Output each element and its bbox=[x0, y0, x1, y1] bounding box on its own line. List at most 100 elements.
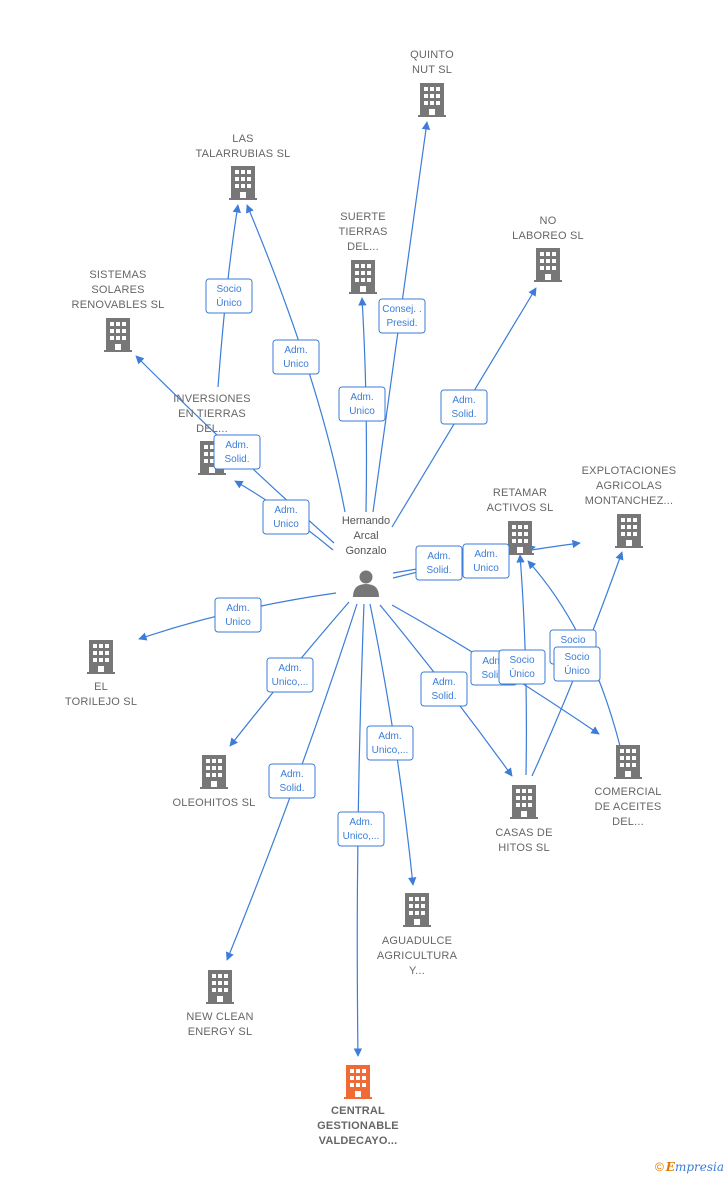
company-name-line: INVERSIONES bbox=[173, 393, 250, 405]
edge-label-box bbox=[378, 298, 426, 334]
edge-label-text: Socio bbox=[560, 635, 585, 646]
edge-label-text: Solid. bbox=[279, 783, 304, 794]
edge-label-box bbox=[553, 646, 601, 682]
company-node-casas-de-hitos[interactable]: CASAS DE HITOS SL bbox=[495, 785, 552, 854]
edge-label-box bbox=[366, 725, 414, 761]
edge-label-aguadulce[interactable]: Adm.Unico,... bbox=[366, 725, 414, 761]
edge-label-box bbox=[440, 389, 488, 425]
company-name-line: COMERCIAL bbox=[594, 786, 661, 798]
building-icon bbox=[104, 318, 132, 352]
company-node-new-clean-energy[interactable]: NEW CLEAN ENERGY SL bbox=[186, 970, 253, 1038]
company-name-line: SOLARES bbox=[91, 284, 144, 296]
company-name-line: DEL... bbox=[196, 423, 228, 435]
edge-label-casas-de-hitos[interactable]: Adm.Solid. bbox=[420, 671, 468, 707]
company-name-line: GESTIONABLE bbox=[317, 1120, 399, 1132]
edge-label-text: Socio bbox=[564, 652, 589, 663]
company-node-aguadulce[interactable]: AGUADULCEAGRICULTURAY... bbox=[377, 893, 458, 977]
building-icon bbox=[344, 1065, 372, 1099]
building-icon bbox=[87, 640, 115, 674]
edge-label-oleohitos[interactable]: Adm. Unico,... bbox=[266, 657, 314, 693]
edge-label-text: Solid. bbox=[426, 565, 451, 576]
edge-label-box bbox=[415, 545, 463, 581]
edge-label-text: Solid. bbox=[481, 670, 506, 681]
company-name-line: RETAMAR bbox=[493, 487, 547, 499]
edge-label-text: Socio bbox=[216, 284, 241, 295]
edge-label-el-torilejo[interactable]: Adm.Unico bbox=[214, 597, 262, 633]
edge-label-text: Adm. bbox=[482, 656, 505, 667]
building-icon bbox=[614, 745, 642, 779]
building-icon bbox=[229, 166, 257, 200]
brand-initial: E bbox=[665, 1160, 675, 1174]
building-icon bbox=[510, 785, 538, 819]
edge-label-text: Unico,... bbox=[343, 831, 380, 842]
person-name-line: Gonzalo bbox=[346, 545, 387, 557]
edge-label-text: Unico bbox=[273, 519, 299, 530]
company-name-line: VALDECAYO... bbox=[319, 1135, 398, 1147]
building-icon bbox=[403, 893, 431, 927]
building-icon bbox=[200, 755, 228, 789]
company-node-central-gestionable[interactable]: CENTRALGESTIONABLEVALDECAYO... bbox=[317, 1065, 399, 1147]
edge-label-box bbox=[214, 597, 262, 633]
company-node-suerte-tierras[interactable]: SUERTETIERRASDEL... bbox=[338, 211, 387, 294]
company-name-line: TALARRUBIAS SL bbox=[196, 148, 291, 160]
person-name-line: Arcal bbox=[353, 530, 378, 542]
company-name-line: LABOREO SL bbox=[512, 230, 584, 242]
edge-label-las-talarrubias[interactable]: Adm.Unico bbox=[272, 339, 320, 375]
edge-label-suerte-tierras[interactable]: Adm. Unico bbox=[338, 386, 386, 422]
edge-label-box bbox=[337, 811, 385, 847]
company-name-line: TIERRAS bbox=[338, 226, 387, 238]
person-name-line: Hernando bbox=[342, 515, 390, 527]
edge-label-text: Adm. bbox=[278, 663, 301, 674]
edge-label-text: Unico bbox=[225, 617, 251, 628]
edge-label-inversiones-tierras[interactable]: Adm.Unico bbox=[262, 499, 310, 535]
footer-brand[interactable]: ©Empresia bbox=[655, 1160, 724, 1174]
company-name-line: EL bbox=[94, 681, 108, 693]
company-name-line: NUT SL bbox=[412, 64, 452, 76]
company-name-line: CASAS DE bbox=[495, 827, 552, 839]
building-icon bbox=[418, 83, 446, 117]
edge-label-central-gestionable[interactable]: Adm.Unico,... bbox=[337, 811, 385, 847]
company-node-oleohitos[interactable]: OLEOHITOS SL bbox=[173, 755, 256, 809]
edge-label-explotaciones-agricolas[interactable]: Adm. Solid. bbox=[415, 545, 463, 581]
edge-label-new-clean-energy[interactable]: Adm.Solid. bbox=[268, 763, 316, 799]
edge-label-retamar-activos[interactable]: Adm.Unico bbox=[462, 543, 510, 579]
company-name-line: EXPLOTACIONES bbox=[582, 465, 677, 477]
edge-label-text: Solid. bbox=[224, 454, 249, 465]
company-name-line: HITOS SL bbox=[498, 842, 550, 854]
edge-label-text: Adm. bbox=[350, 392, 373, 403]
company-name-line: ENERGY SL bbox=[188, 1026, 253, 1038]
company-node-comercial-aceites[interactable]: COMERCIAL DE ACEITES DEL... bbox=[594, 745, 661, 828]
edge-label-box bbox=[213, 434, 261, 470]
edge-label-quinto-nut[interactable]: Consej. .Presid. bbox=[378, 298, 426, 334]
edge-label-text: Único bbox=[509, 667, 535, 680]
company-name-line: NEW CLEAN bbox=[186, 1011, 253, 1023]
edge-label-box bbox=[462, 543, 510, 579]
edge-label-box bbox=[338, 386, 386, 422]
edge-label-text: Unico bbox=[473, 563, 499, 574]
company-node-explotaciones-agricolas[interactable]: EXPLOTACIONESAGRICOLASMONTANCHEZ... bbox=[582, 465, 677, 548]
edge-label-text: Unico bbox=[349, 406, 375, 417]
edge-label-text: Solid. bbox=[451, 409, 476, 420]
company-name-line: DE ACEITES bbox=[595, 801, 662, 813]
edge-label-text: Unico,... bbox=[372, 745, 409, 756]
company-name-line: DEL... bbox=[612, 816, 644, 828]
edge-label-text: Adm. bbox=[427, 551, 450, 562]
edge-label-sistemas-solares[interactable]: Adm.Solid. bbox=[213, 434, 261, 470]
edge-label-box bbox=[205, 278, 253, 314]
company-name-line: RENOVABLES SL bbox=[72, 299, 165, 311]
edge-label-no-laboreo[interactable]: Adm.Solid. bbox=[440, 389, 488, 425]
edge-label-text: Unico,... bbox=[272, 677, 309, 688]
edge-label-box bbox=[420, 671, 468, 707]
